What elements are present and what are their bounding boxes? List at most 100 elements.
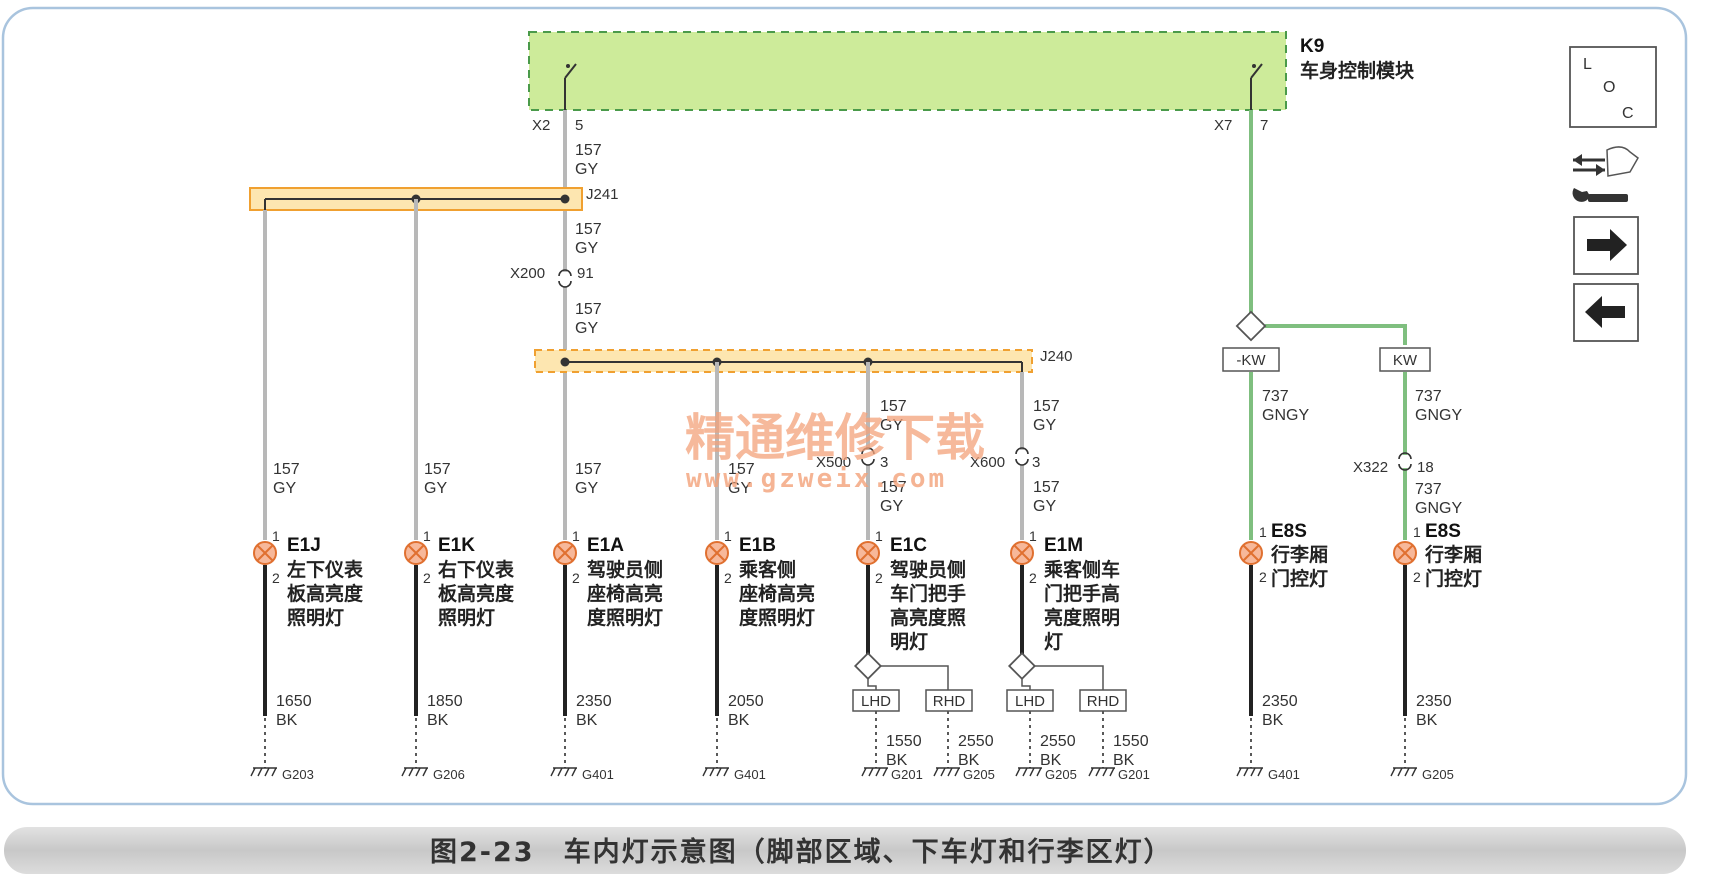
ground-g205: G205	[1045, 767, 1077, 782]
lamp-e1c: 1 2 E1C 驾驶员侧 车门把手 高亮度照 明灯	[856, 528, 966, 653]
lamp-e1k: 1 2 E1K 右下仪表 板高亮度 照明灯	[404, 528, 515, 629]
lamp-desc-line: 亮度照明	[1044, 606, 1120, 629]
lamp-desc-line: 驾驶员侧	[890, 558, 966, 581]
lamp-desc-line: 门控灯	[1425, 567, 1482, 590]
lamp-desc-line: 照明灯	[287, 607, 344, 629]
watermark-text: 精通维修下载	[685, 409, 985, 467]
label: 1	[572, 528, 580, 544]
label: 2	[572, 570, 580, 586]
x200-label: X200	[510, 265, 545, 282]
splice-j241-label: J241	[586, 186, 619, 203]
e1c-rhd-color: BK	[958, 752, 980, 769]
e1j-circuit: 157	[273, 461, 300, 478]
x600-label: X600	[970, 454, 1005, 471]
label: KW	[1393, 352, 1418, 369]
lamp-desc-line: 高亮度照	[890, 606, 966, 629]
e1j-ground-circuit: 1650	[276, 693, 312, 710]
figure-caption: 图2-23 车内灯示意图（脚部区域、下车灯和行李区灯）	[430, 836, 1173, 868]
e1m-rhd-color: BK	[1113, 752, 1135, 769]
e1m-lhd-tag: LHD	[1015, 693, 1045, 710]
lamp-e1a: 1 2 E1A 驾驶员侧 座椅高亮 度照明灯	[553, 528, 663, 629]
e1m-lhd-color: BK	[1040, 752, 1062, 769]
e1m-lhd-circuit: 2550	[1040, 733, 1076, 750]
e1c-option-split: LHD RHD	[852, 651, 973, 712]
trunk2-color-lower: GNGY	[1415, 500, 1462, 517]
wrench-icon[interactable]	[1572, 188, 1628, 202]
lamp-code: E1M	[1044, 535, 1083, 556]
e1j-color: GY	[273, 480, 296, 497]
lamp-code: E8S	[1271, 521, 1307, 542]
watermark-url: www.gzweix.com	[686, 464, 947, 494]
kw-option-box: KW	[1379, 347, 1431, 372]
feed-circuit-2: 157	[575, 221, 602, 238]
e1a-ground-color: BK	[576, 712, 598, 729]
splice-j240	[534, 349, 1033, 373]
caption-bar	[4, 827, 1686, 874]
e1m-circuit-lower: 157	[1033, 479, 1060, 496]
e1c-color-upper: GY	[880, 417, 903, 434]
lamp-e8s-right: 1 2 E8S 行李厢 门控灯	[1393, 521, 1482, 590]
e1c-rhd-circuit: 2550	[958, 733, 994, 750]
lamp-code: E1B	[739, 535, 776, 556]
x322-pin: 18	[1417, 459, 1434, 476]
component-locator-icon[interactable]	[1573, 146, 1639, 177]
trunk2-circuit-lower: 737	[1415, 481, 1442, 498]
lamp-desc-line: 门控灯	[1271, 567, 1328, 590]
e1c-lhd-color: BK	[886, 752, 908, 769]
lamp-code: E1J	[287, 535, 321, 556]
branch-wires	[263, 199, 1024, 540]
e1a-ground-circuit: 2350	[576, 693, 612, 710]
e1b-ground-color: BK	[728, 712, 750, 729]
ground-points: G203 G206 G401 G401 G201 G205 G205 G201 …	[250, 767, 1454, 782]
ground-g401: G401	[1268, 767, 1300, 782]
lamp-e8s-left: 1 2 E8S 行李厢 门控灯	[1239, 521, 1328, 590]
lamp-code: E1C	[890, 535, 927, 556]
e8s1-ground-color: BK	[1262, 712, 1284, 729]
previous-page-button[interactable]	[1573, 283, 1639, 342]
e1j-ground-color: BK	[276, 712, 298, 729]
ground-wires	[263, 565, 1407, 768]
e8s2-ground-circuit: 2350	[1416, 693, 1452, 710]
lamp-desc-line: 板高亮度	[438, 582, 515, 605]
body-control-module: K9 车身控制模块 X2 5 X7 7	[528, 31, 1415, 134]
lamp-e1j: 1 2 E1J 左下仪表 板高亮度 照明灯	[253, 528, 364, 629]
lamp-desc-line: 度照明灯	[587, 606, 663, 629]
lamp-desc-line: 左下仪表	[287, 558, 364, 581]
lamp-code: E8S	[1425, 521, 1461, 542]
lamp-desc-line: 座椅高亮	[739, 582, 815, 605]
label: 2	[875, 570, 883, 586]
label: 2	[272, 570, 280, 586]
e1m-rhd-circuit: 1550	[1113, 733, 1149, 750]
e1k-color: GY	[424, 480, 447, 497]
trunk1-circuit: 737	[1262, 388, 1289, 405]
lamp-desc-line: 行李厢	[1424, 543, 1482, 566]
module-code: K9	[1300, 36, 1324, 57]
lamp-e1b: 1 2 E1B 乘客侧 座椅高亮 度照明灯	[705, 528, 815, 629]
label: 1	[724, 528, 732, 544]
e1k-ground-circuit: 1850	[427, 693, 463, 710]
next-page-button[interactable]	[1573, 216, 1639, 275]
label: 2	[1259, 569, 1267, 585]
trunk-wires	[1235, 110, 1407, 540]
label: 2	[724, 570, 732, 586]
e1c-lhd-circuit: 1550	[886, 733, 922, 750]
e1m-color-upper: GY	[1033, 417, 1056, 434]
label: 1	[1413, 524, 1421, 540]
e1c-lhd-tag: LHD	[861, 693, 891, 710]
x500-pin: 3	[880, 454, 888, 471]
diagram-border	[1, 6, 1688, 806]
trunk1-color: GNGY	[1262, 407, 1309, 424]
e1b-circuit: 157	[728, 461, 755, 478]
e1k-ground-color: BK	[427, 712, 449, 729]
e1k-circuit: 157	[424, 461, 451, 478]
label: 2	[1029, 570, 1037, 586]
e1c-rhd-tag: RHD	[933, 693, 966, 710]
label: 1	[423, 528, 431, 544]
lamp-desc-line: 板高亮度	[287, 582, 364, 605]
e8s1-ground-circuit: 2350	[1262, 693, 1298, 710]
e1m-circuit-upper: 157	[1033, 398, 1060, 415]
x200-pin: 91	[577, 265, 594, 282]
lamp-desc-line: 门把手高	[1044, 582, 1120, 605]
lamp-desc-line: 座椅高亮	[587, 582, 663, 605]
